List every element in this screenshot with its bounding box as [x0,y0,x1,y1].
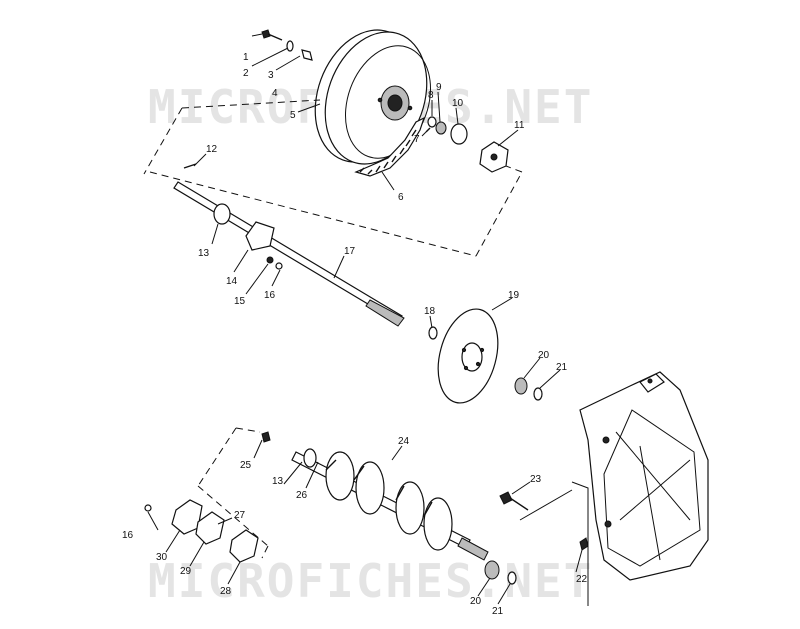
snap-ring-18 [428,326,438,340]
callout-15: 15 [234,296,246,307]
assembly-group-line-bottom [197,427,269,559]
callout-29: 29 [180,566,192,577]
callout-3: 3 [268,70,274,81]
callout-16-bottom: 16 [122,530,134,541]
washer-2 [286,40,294,52]
callout-18: 18 [424,306,436,317]
retainer-10 [450,123,468,145]
chaincase-housing [579,371,709,581]
callout-4: 4 [272,88,278,99]
bracket-line-right [519,481,589,606]
driven-pulley [314,29,432,165]
callout-25: 25 [240,460,252,471]
callout-17: 17 [344,246,356,257]
callout-21-top: 21 [556,362,568,373]
flange-28 [229,529,259,563]
ring-21-bottom [507,571,517,585]
callout-11: 11 [514,120,525,131]
watermark-bottom: MICROFICHES.NET [148,554,593,608]
leader-lines [147,33,583,605]
screw-7 [425,127,431,133]
fitting-22 [579,537,589,551]
callout-labels: 1 2 3 4 5 6 7 8 9 10 11 12 13 14 15 16 1… [122,52,588,617]
callout-7: 7 [414,134,420,145]
callout-20-bottom: 20 [470,596,482,607]
bolt-23 [499,491,529,511]
bearing-20-bottom [484,560,500,580]
assembly-group-line-top [143,99,523,257]
callout-12: 12 [206,144,218,155]
callout-13-bottom: 13 [272,476,284,487]
jackshaft-17 [173,181,405,327]
ring-21-top [533,387,543,401]
callout-16-top: 16 [264,290,276,301]
brake-disc-19 [437,308,499,404]
nut-16-bottom [144,504,152,512]
screw-15 [266,256,274,264]
callout-6: 6 [398,192,404,203]
callout-5: 5 [290,110,296,121]
bearing-20-top [514,377,528,395]
bushing-3 [301,49,313,61]
callout-20-top: 20 [538,350,550,361]
callout-21-bottom: 21 [492,606,504,617]
nut-16-top [275,262,283,270]
callout-9: 9 [436,82,442,93]
track-drive-shaft-24 [291,451,489,561]
bushing-9 [435,121,447,135]
bearing-13-top [213,203,231,225]
callout-24: 24 [398,436,410,447]
callout-10: 10 [452,98,464,109]
seal-29 [195,511,225,545]
flange-14 [245,221,275,251]
callout-2: 2 [243,68,249,79]
callout-26: 26 [296,490,308,501]
grease-fitting-25 [261,431,271,443]
callout-13-top: 13 [198,248,210,259]
bearing-13-bottom [303,448,317,468]
callout-22: 22 [576,574,588,585]
drive-belt-segment [354,116,426,177]
callout-28: 28 [220,586,232,597]
bolt-1 [261,29,283,41]
callout-1: 1 [243,52,249,63]
bearing-plate-11 [479,141,509,173]
callout-23: 23 [530,474,542,485]
callout-30: 30 [156,552,168,563]
callout-27: 27 [234,510,246,521]
callout-14: 14 [226,276,238,287]
callout-19: 19 [508,290,520,301]
key-12 [183,163,197,169]
callout-8: 8 [428,90,434,101]
washer-8 [427,116,437,128]
